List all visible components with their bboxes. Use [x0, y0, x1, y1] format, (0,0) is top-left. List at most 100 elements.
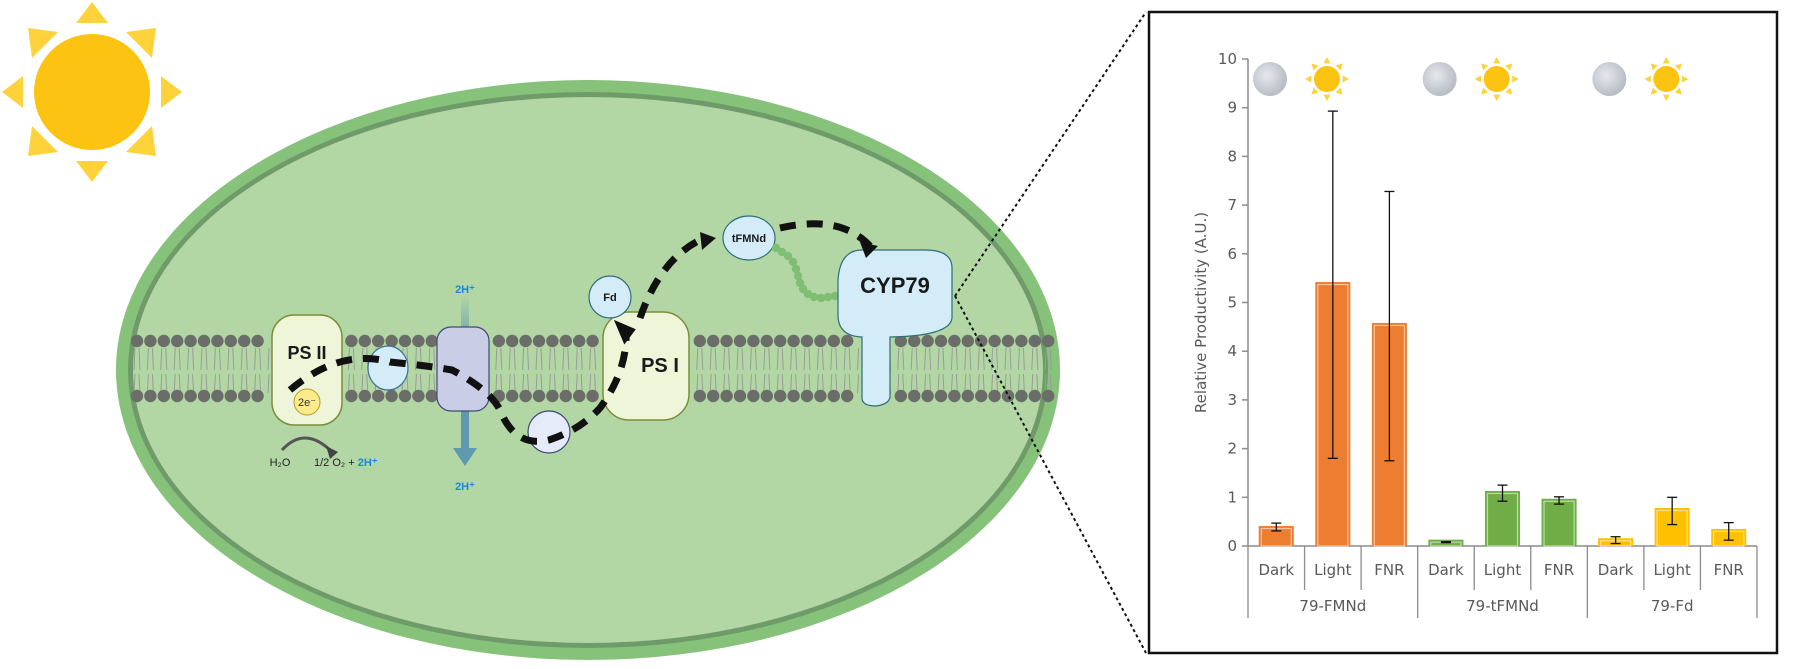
y-tick-label: 7: [1227, 196, 1237, 214]
sun-icon: [1644, 57, 1689, 101]
flow-arrowheads: [613, 232, 878, 345]
lipid-tail: [977, 347, 985, 394]
lipid-tail: [254, 347, 262, 394]
linker-bead: [823, 292, 833, 302]
lipid-head: [157, 389, 170, 403]
lipid-tail: [816, 347, 824, 394]
group-label: 79-FMNd: [1299, 597, 1366, 615]
moon-icon: [1253, 62, 1287, 96]
lipid-head: [559, 334, 572, 348]
x-tick-label: Dark: [1598, 561, 1634, 579]
lipid-head: [573, 389, 586, 403]
y-tick-label: 1: [1227, 488, 1237, 506]
lipid-tail: [187, 347, 195, 394]
lipid-head: [1042, 334, 1055, 348]
lipid-head: [841, 389, 854, 403]
y-tick-label: 2: [1227, 440, 1237, 458]
x-tick-label: Dark: [1258, 561, 1294, 579]
lipid-tail: [575, 347, 583, 394]
lipid-head: [814, 389, 827, 403]
proton-arrow: [453, 295, 477, 466]
protons-bottom-label: 2H⁺: [455, 481, 475, 493]
linker-bead: [816, 293, 826, 303]
lipid-tail: [535, 347, 543, 394]
water-label: H₂O: [270, 457, 291, 469]
lipid-tail: [964, 347, 972, 394]
lipid-head: [720, 389, 733, 403]
bar: [1541, 498, 1577, 546]
lipid-tail: [1044, 347, 1052, 394]
lipid-tail: [991, 347, 999, 394]
y-tick-label: 0: [1227, 537, 1237, 555]
lipid-head: [800, 334, 814, 348]
peptide-linker: [771, 243, 840, 303]
lipid-head: [787, 389, 800, 403]
fd-label: Fd: [603, 292, 616, 304]
y-tick-label: 10: [1218, 50, 1237, 68]
lipid-head: [961, 389, 974, 403]
lipid-head: [586, 334, 599, 348]
lipid-tail: [830, 347, 838, 394]
lipid-head: [908, 389, 921, 403]
cytochrome-b6f: [436, 326, 490, 412]
lipid-head: [532, 334, 546, 348]
lipid-head: [130, 389, 144, 403]
lipid-tail: [562, 347, 570, 394]
lipid-tail: [910, 347, 918, 394]
lipid-tail: [950, 347, 958, 394]
lipid-head: [412, 334, 425, 348]
lipid-head: [1001, 334, 1015, 348]
x-tick-label: Light: [1484, 561, 1522, 579]
x-tick-label: FNR: [1714, 561, 1744, 579]
cyp79: CYP79: [837, 249, 953, 407]
lipid-head: [211, 334, 224, 348]
electron-flow-path: [287, 220, 873, 445]
electron-label: 2e⁻: [298, 397, 316, 409]
group-label: 79-Fd: [1651, 597, 1694, 615]
lipid-head: [224, 389, 237, 403]
lipid-head: [157, 334, 170, 348]
lipid-tail: [548, 347, 556, 394]
lipid-tail: [173, 347, 181, 394]
lipid-head: [1015, 334, 1028, 348]
lipid-tail: [709, 347, 717, 394]
lipid-head: [238, 334, 251, 348]
lipid-tail: [723, 347, 731, 394]
linker-bead: [771, 243, 781, 253]
sun-icon: [2, 2, 182, 182]
lipid-head: [144, 334, 157, 348]
lipid-head: [988, 334, 1001, 348]
lipid-head: [948, 334, 961, 348]
lipid-head: [894, 389, 907, 403]
lipid-head: [720, 334, 733, 348]
lipid-head: [398, 389, 412, 403]
lipid-head: [707, 389, 720, 403]
lipid-head: [251, 334, 264, 348]
lipid-head: [559, 389, 572, 403]
x-tick-label: Dark: [1428, 561, 1464, 579]
lipid-head: [358, 334, 371, 348]
lipid-tail: [790, 347, 798, 394]
ps2-label: PS II: [287, 343, 326, 363]
lipid-head: [506, 389, 519, 403]
lipid-head: [908, 334, 921, 348]
lipid-tail: [736, 347, 744, 394]
lipid-tail: [495, 347, 503, 394]
lipid-tail: [414, 347, 422, 394]
lipid-head: [224, 334, 237, 348]
linker-bead: [788, 257, 798, 267]
y-tick-label: 8: [1227, 147, 1237, 165]
lipid-head: [975, 334, 988, 348]
lipid-head: [238, 389, 251, 403]
lipid-head: [774, 389, 787, 403]
lipid-head: [573, 334, 586, 348]
lipid-head: [385, 334, 398, 348]
lipid-head: [948, 389, 961, 403]
lipid-tail: [200, 347, 208, 394]
lipid-tail: [696, 347, 704, 394]
lipid-head: [184, 389, 197, 403]
lipid-head: [546, 334, 559, 348]
lipid-tail: [240, 347, 248, 394]
